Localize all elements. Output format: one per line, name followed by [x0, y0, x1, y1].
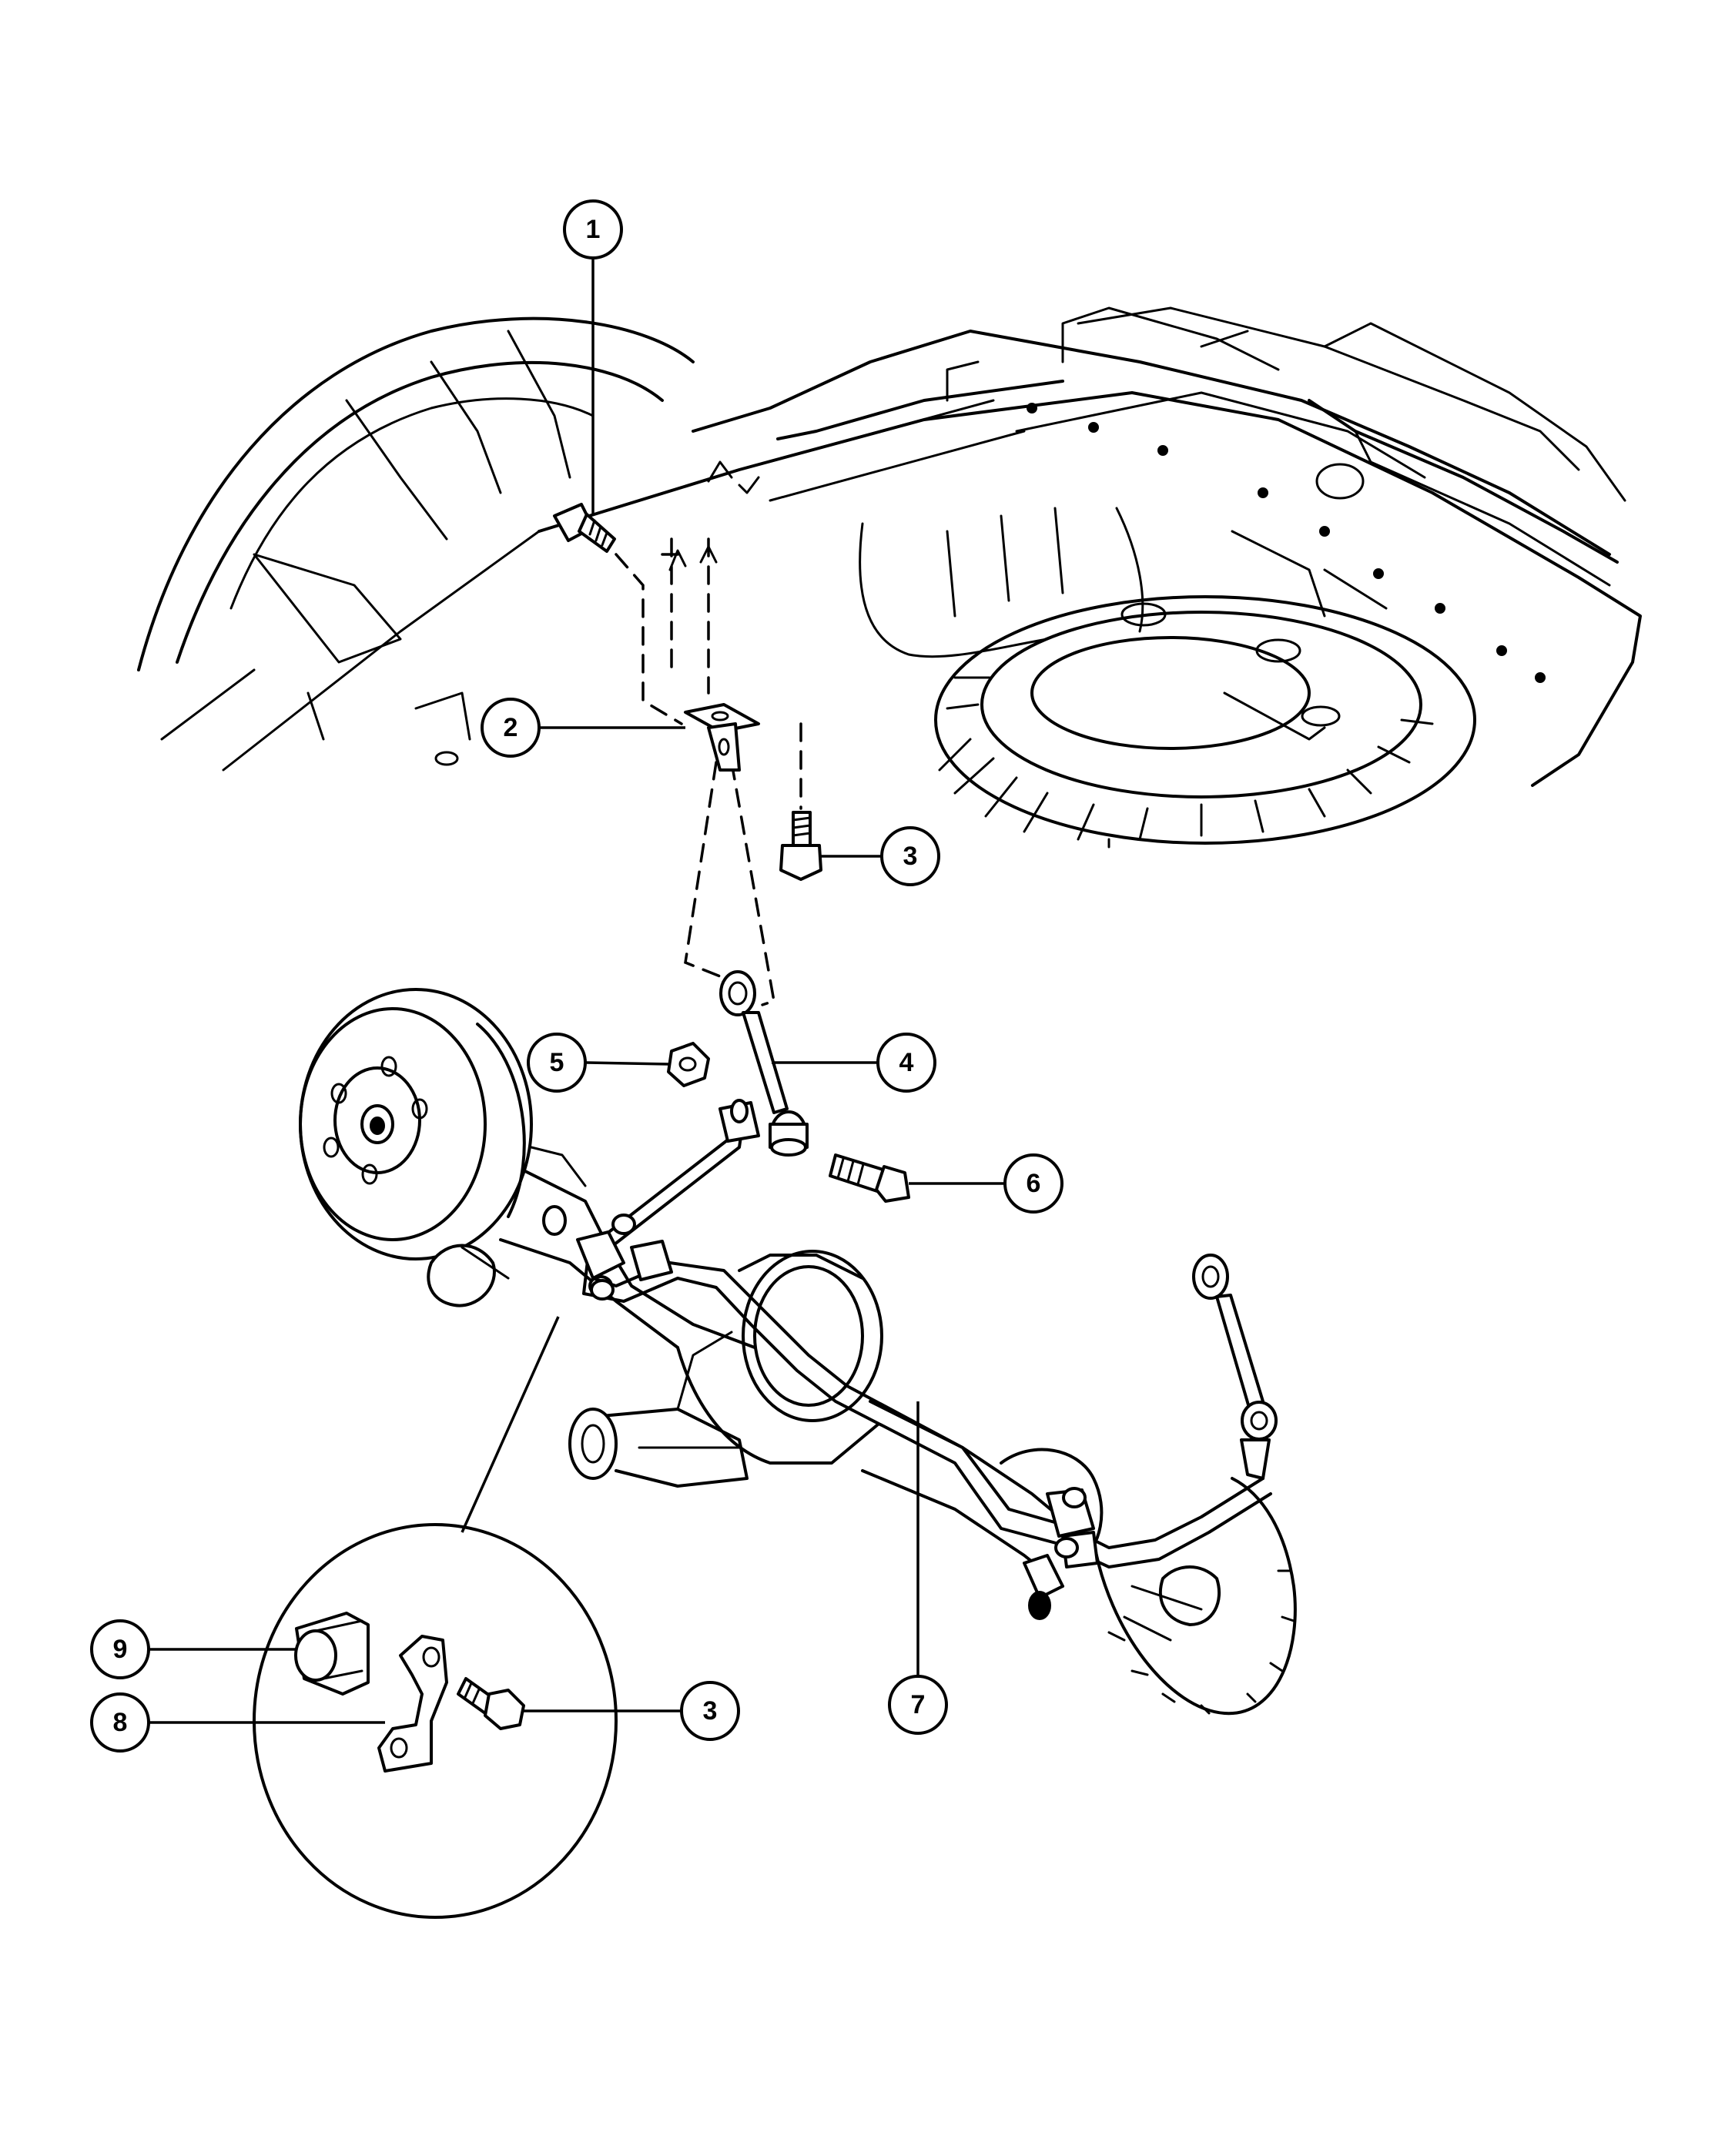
callout-3-lower: 3 — [680, 1681, 740, 1741]
bolt-part-1 — [553, 503, 616, 553]
bolt-part-6 — [829, 1153, 910, 1203]
bolt-part-3-lower — [457, 1677, 525, 1730]
bolt-part-3-upper — [779, 811, 822, 881]
callout-2: 2 — [481, 698, 541, 758]
vehicle-underbody-illustration — [137, 306, 1642, 849]
nut-part-5 — [667, 1042, 710, 1087]
callout-5-label: 5 — [550, 1048, 564, 1077]
callout-5: 5 — [527, 1033, 587, 1093]
bracket-part-2 — [684, 703, 760, 772]
callout-6-label: 6 — [1027, 1169, 1041, 1198]
link-part-4 — [719, 970, 809, 1157]
callouts: 1 2 3 4 5 6 — [90, 199, 1063, 1753]
stabilizer-link-assembly — [667, 970, 910, 1203]
rear-axle-illustration — [299, 988, 1297, 1716]
callout-3-lower-label: 3 — [703, 1696, 718, 1726]
detail-inset — [253, 1316, 618, 1919]
callout-1-label: 1 — [586, 215, 601, 244]
bushing-part-9 — [294, 1612, 370, 1696]
stabilizer-bar-part-7 — [576, 1099, 1278, 1568]
callout-7: 7 — [888, 1675, 948, 1735]
left-brake-drum — [299, 988, 533, 1260]
callout-2-label: 2 — [504, 713, 518, 742]
upper-bracket-assembly — [553, 503, 822, 1006]
right-brake-backing-plate — [1092, 1477, 1297, 1716]
callout-6: 6 — [1003, 1153, 1063, 1214]
callout-9-label: 9 — [113, 1635, 128, 1664]
callout-3-upper-label: 3 — [903, 842, 918, 871]
callout-7-label: 7 — [911, 1690, 926, 1719]
callout-8-label: 8 — [113, 1708, 128, 1737]
callout-1: 1 — [563, 199, 623, 259]
callout-4: 4 — [876, 1033, 936, 1093]
clamp-part-8 — [377, 1635, 448, 1773]
callout-9: 9 — [90, 1619, 150, 1679]
callout-4-label: 4 — [899, 1048, 914, 1077]
callout-3-upper: 3 — [880, 826, 940, 886]
callout-8: 8 — [90, 1692, 150, 1753]
